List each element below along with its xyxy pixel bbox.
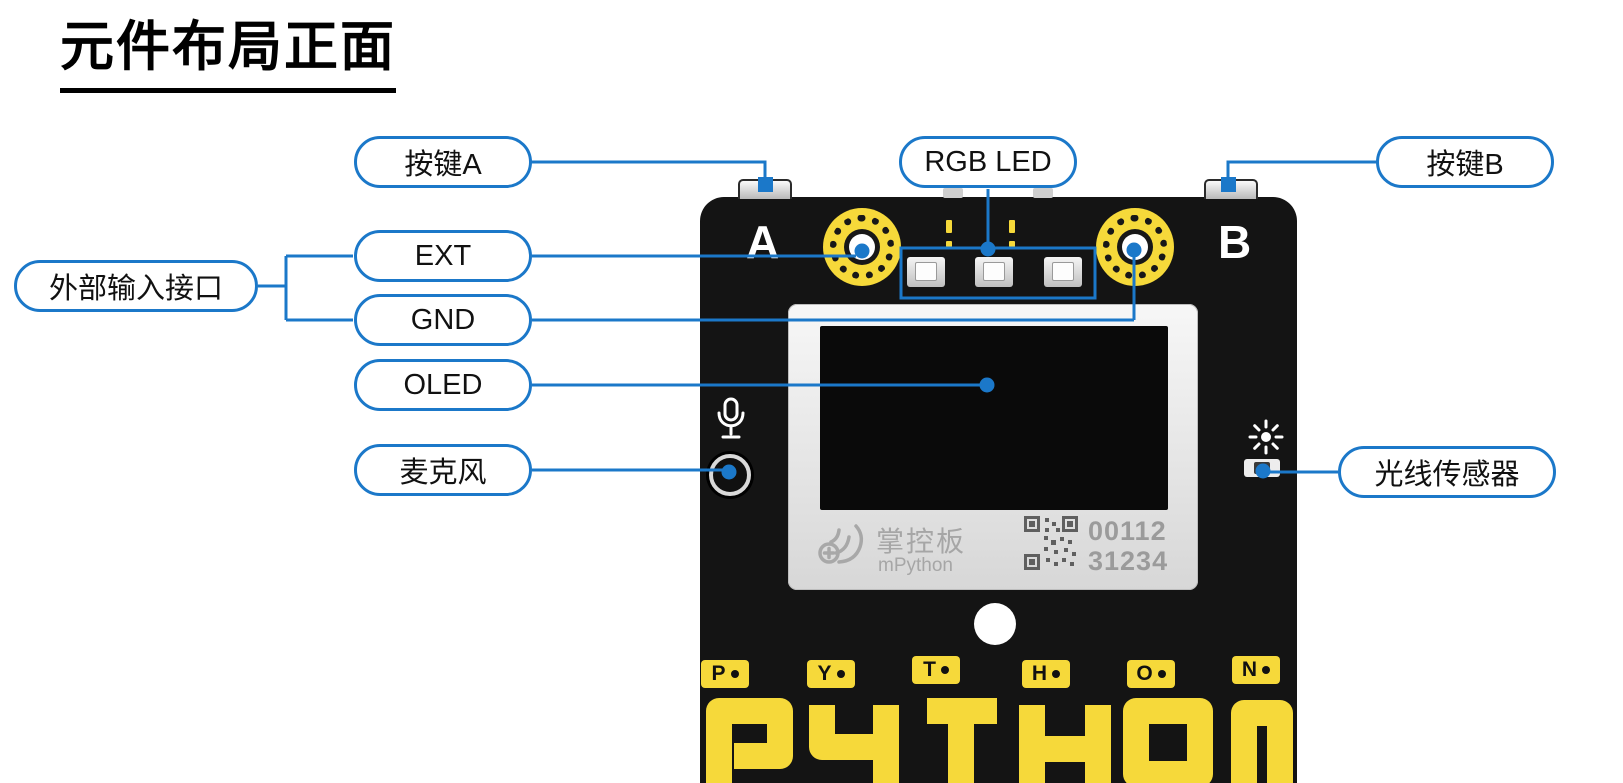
touchpad-letter: H <box>1031 662 1048 685</box>
brand-name-en: mPython <box>878 555 953 576</box>
sun-icon <box>1248 419 1284 455</box>
serial-line-1: 00112 <box>1088 516 1167 546</box>
solder-pad <box>1009 220 1015 233</box>
solder-pad <box>946 220 952 233</box>
hand-logo <box>818 524 864 564</box>
board-letter-b: B <box>1218 216 1252 268</box>
mounting-hole <box>974 603 1016 645</box>
touchpad-dot <box>836 670 845 678</box>
serial-line-2: 31234 <box>1088 546 1169 576</box>
croc-clip-pad-gnd <box>1096 208 1174 286</box>
board-letter-a: A <box>746 216 780 268</box>
touchpad-dot <box>940 666 949 674</box>
touchpad-letter: Y <box>817 662 832 685</box>
touchpad-letter: N <box>1241 658 1258 681</box>
serial-number: 00112 31234 <box>1088 516 1168 576</box>
touchpad-letter: T <box>923 658 936 681</box>
oled-screen <box>820 326 1168 510</box>
callout-external-input: 外部输入接口 <box>14 260 258 312</box>
touchpad-dot <box>1262 666 1271 674</box>
touchpad-dot <box>730 670 739 678</box>
solder-pad <box>1009 241 1015 247</box>
callout-button-a: 按键A <box>354 136 532 188</box>
rgb-led-2 <box>975 257 1013 287</box>
callout-button-b: 按键B <box>1376 136 1554 188</box>
brand-name-cn: 掌控板 <box>876 526 967 557</box>
touchpad-letter: P <box>711 662 726 685</box>
rgb-led-1 <box>907 257 945 287</box>
callout-ext: EXT <box>354 230 532 282</box>
button-b-tab <box>1204 179 1258 199</box>
touchpad-label-p: P <box>701 660 749 688</box>
touchpad-dot <box>1157 670 1166 678</box>
microphone-icon <box>717 397 745 439</box>
callout-oled: OLED <box>354 359 532 411</box>
page-title-text: 元件布局正面 <box>60 2 396 93</box>
callout-microphone: 麦克风 <box>354 444 532 496</box>
line-button-a <box>531 160 767 180</box>
touchpad-dot <box>1052 670 1061 678</box>
touchpad-label-n: N <box>1232 656 1280 684</box>
touchpad-label-y: Y <box>807 660 855 688</box>
croc-clip-pad-ext <box>823 208 901 286</box>
touchpad-letter: O <box>1136 662 1153 685</box>
touchpad-label-t: T <box>912 656 960 684</box>
line-ext-group-bracket <box>258 254 353 322</box>
top-slot-right <box>1033 188 1053 198</box>
qr-code-icon <box>1024 516 1078 570</box>
callout-light-sensor: 光线传感器 <box>1338 446 1556 498</box>
solder-pad <box>946 241 952 247</box>
mpython-board: A B 掌控板 mPython <box>700 188 1297 783</box>
line-button-b <box>1226 160 1378 180</box>
light-sensor-component <box>1244 459 1280 477</box>
microphone-component <box>709 454 751 496</box>
rgb-led-3 <box>1044 257 1082 287</box>
touchpad-label-o: O <box>1127 660 1175 688</box>
callout-gnd: GND <box>354 294 532 346</box>
oled-module: 掌控板 mPython 00112 <box>788 304 1198 590</box>
top-slot-left <box>943 188 963 198</box>
touchpad-label-h: H <box>1022 660 1070 688</box>
page-title: 元件布局正面 <box>60 2 396 93</box>
callout-rgb-led: RGB LED <box>899 136 1077 188</box>
button-a-tab <box>738 179 792 199</box>
